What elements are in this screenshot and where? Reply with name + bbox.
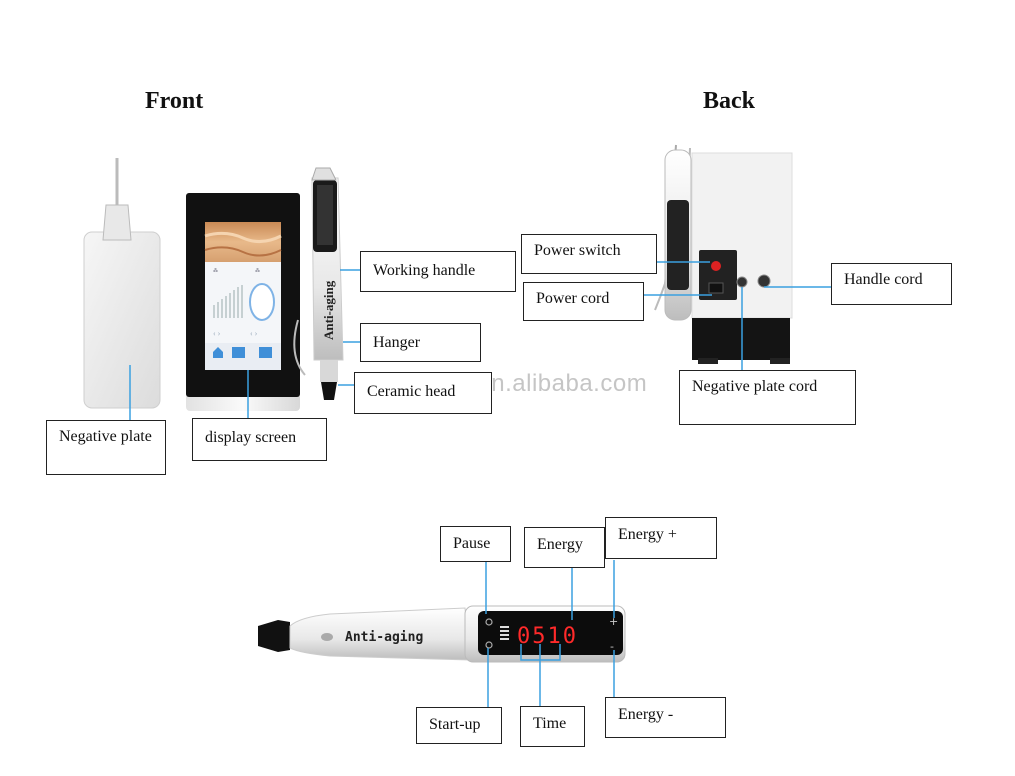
time-label: Time <box>520 706 585 747</box>
negative-plate-cord-label: Negative plate cord <box>679 370 856 425</box>
energy-plus-label: Energy + <box>605 517 717 559</box>
svg-text:‹ ›: ‹ › <box>213 329 221 338</box>
pen-display-digits: 0510 <box>517 624 578 649</box>
working-handle-image: Anti-aging <box>293 167 344 400</box>
hanger-label: Hanger <box>360 323 481 362</box>
svg-text:‹ ›: ‹ › <box>250 329 258 338</box>
front-heading: Front <box>145 88 204 114</box>
back-heading: Back <box>703 88 756 114</box>
handpiece-image: Anti-aging 0510 + - <box>258 605 626 663</box>
svg-text:⁂: ⁂ <box>255 268 260 274</box>
start-up-label: Start-up <box>416 707 502 744</box>
pen-brand-text: Anti-aging <box>345 630 423 645</box>
ceramic-head-label: Ceramic head <box>354 372 492 414</box>
energy-minus-label: Energy - <box>605 697 726 738</box>
working-handle-label: Working handle <box>360 251 516 292</box>
svg-text:⁂: ⁂ <box>213 268 218 274</box>
handle-cord-label: Handle cord <box>831 263 952 305</box>
handle-brand-text: Anti-aging <box>321 280 336 340</box>
power-cord-label: Power cord <box>523 282 644 321</box>
back-unit-image <box>654 144 793 364</box>
leader-lines <box>129 261 831 707</box>
negative-plate-image <box>83 158 161 409</box>
svg-text:+: + <box>609 615 618 628</box>
energy-label: Energy <box>524 527 605 568</box>
negative-plate-label: Negative plate <box>46 420 166 475</box>
front-unit-image: ⁂ ⁂ ‹ › ‹ › <box>186 193 300 411</box>
pause-label: Pause <box>440 526 511 562</box>
power-switch-label: Power switch <box>521 234 657 274</box>
display-screen-label: display screen <box>192 418 327 461</box>
svg-text:-: - <box>610 640 614 653</box>
